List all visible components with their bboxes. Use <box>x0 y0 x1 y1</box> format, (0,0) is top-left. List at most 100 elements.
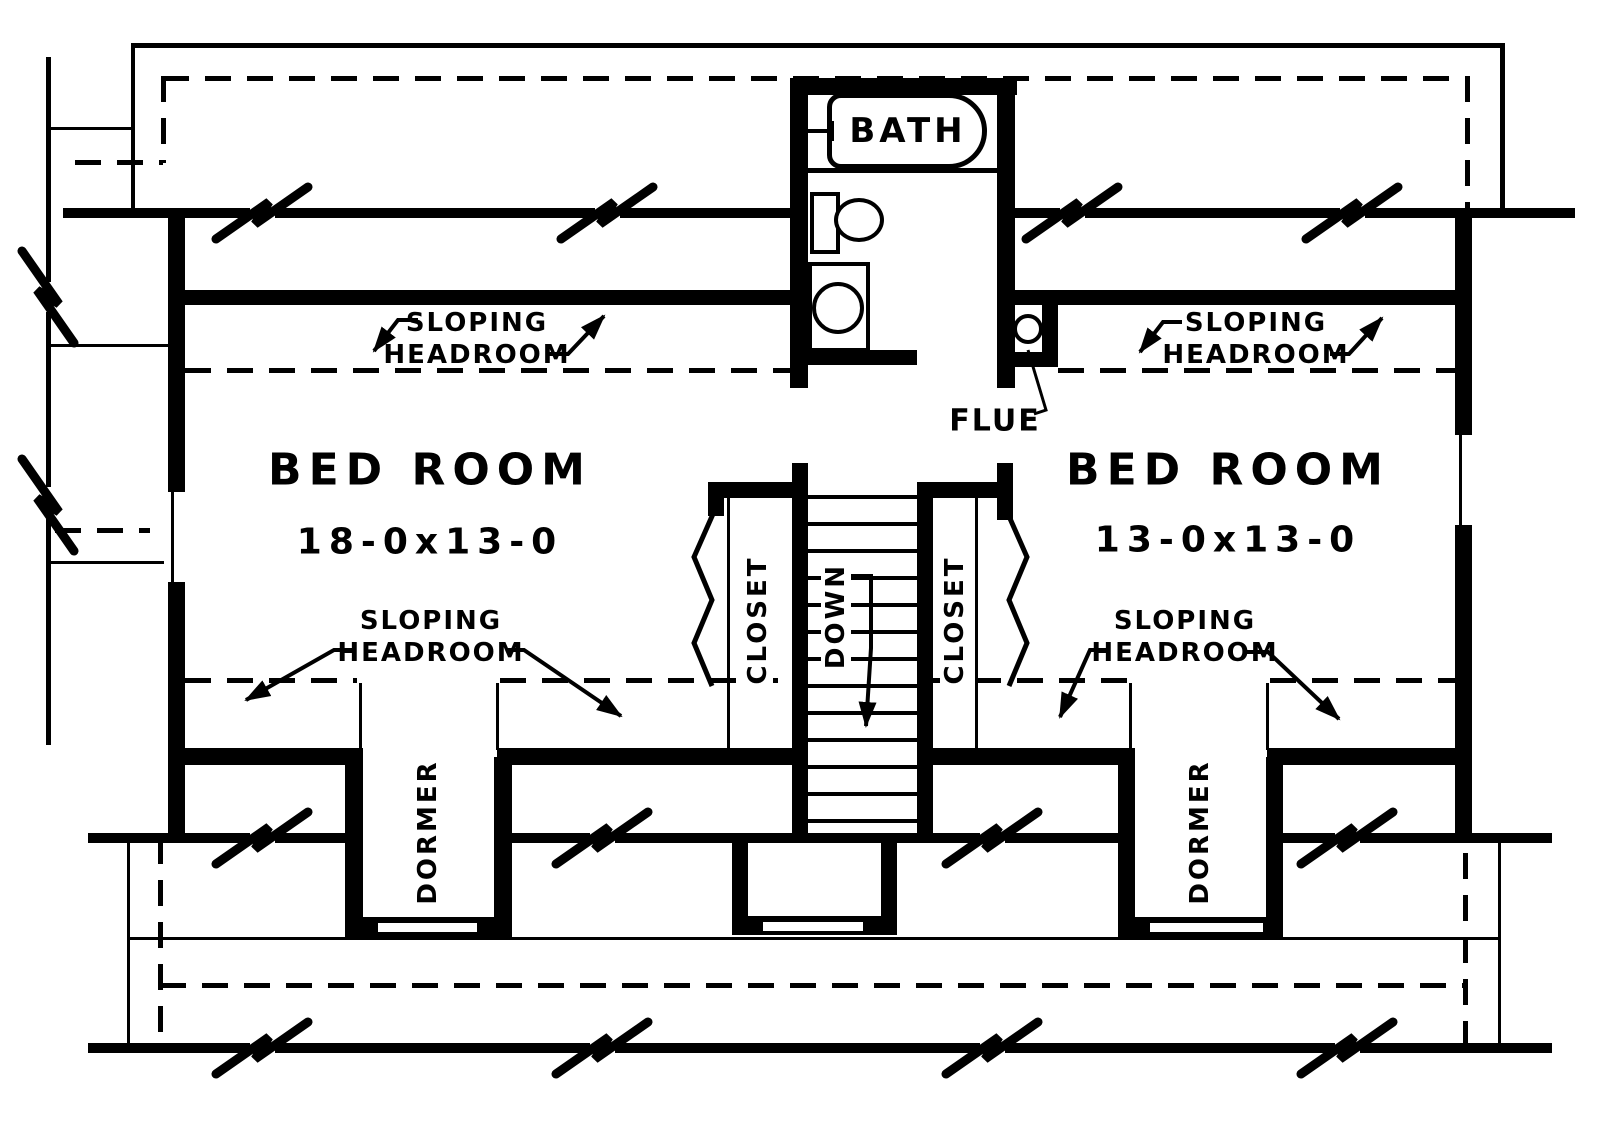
roofline-dashed-bottom <box>160 983 1465 988</box>
roof-connector-a <box>48 127 133 130</box>
sloping-line1: SLOPING <box>1184 308 1328 338</box>
stair-tread <box>808 630 917 634</box>
window-left-opening <box>164 492 187 582</box>
lower-dash-right <box>1463 853 1468 1043</box>
break-symbol <box>1021 182 1123 244</box>
wall-knee-left <box>185 290 790 305</box>
dormer-center-window <box>763 922 863 931</box>
window-left-glass <box>171 492 174 582</box>
headroom-dash-lower-3 <box>933 678 1128 683</box>
wall-south-right-a <box>917 748 1135 765</box>
break-symbol <box>941 807 1043 869</box>
break-symbol <box>556 182 658 244</box>
stair-tread <box>808 819 917 823</box>
break-symbol <box>551 1017 653 1079</box>
stair-tread <box>808 603 917 607</box>
lower-roof-edge-right <box>1498 838 1501 1045</box>
leader-arrow-sloping-br-right <box>1247 650 1341 721</box>
wall-bath-right <box>997 78 1015 388</box>
wall-bath-left <box>790 78 808 388</box>
break-symbol <box>941 1017 1043 1079</box>
cut-line-bottom-2 <box>275 1043 590 1053</box>
lower-roof-line <box>127 937 1501 940</box>
dormer-right-reveal-e <box>1266 683 1269 750</box>
bathtub <box>827 93 987 169</box>
headroom-line2: HEADROOM <box>1091 638 1279 668</box>
stair-tread <box>808 792 917 796</box>
dormer-center-sidewall-e <box>881 838 897 935</box>
cut-line-mid-7 <box>1360 833 1552 843</box>
leader-arrow-sloping-tl-right <box>548 314 606 356</box>
stair-tread <box>808 522 917 526</box>
break-symbol <box>1296 807 1398 869</box>
sloping-line1: SLOPING <box>359 606 503 636</box>
eave-dash-left <box>55 528 150 533</box>
dormer-right-label: DORMER <box>1185 751 1215 913</box>
roofline-dashed-right <box>1465 76 1470 213</box>
wall-bath-top <box>790 78 1017 95</box>
break-symbol <box>1296 1017 1398 1079</box>
closet-right-label: CLOSET <box>940 547 970 693</box>
sloping-headroom-label-top-left: SLOPING HEADROOM <box>383 307 570 371</box>
stairs-down-label: DOWN <box>821 554 851 678</box>
headroom-line2: HEADROOM <box>337 638 525 668</box>
roofline-dashed-left <box>161 76 166 163</box>
closet-right-inner-line <box>975 498 978 748</box>
closet-right-bifold-door <box>1005 512 1030 687</box>
sloping-line1: SLOPING <box>1113 606 1257 636</box>
cut-line-mid-5 <box>1005 833 1118 843</box>
roof-edge-left <box>131 43 135 215</box>
sloping-headroom-label-bottom-right: SLOPING HEADROOM <box>1091 605 1278 669</box>
closet-left-inner-line <box>727 498 730 748</box>
stair-tread <box>808 495 917 499</box>
break-symbol <box>211 1017 313 1079</box>
bedroom-left-size: 18-0x13-0 <box>296 521 564 563</box>
leader-arrow-sloping-tr-left <box>1138 320 1182 354</box>
roof-edge-top <box>131 43 1504 48</box>
cut-line-mid-2 <box>275 833 345 843</box>
roof-connector-c <box>48 561 170 564</box>
cut-line-top-4 <box>1015 208 1060 218</box>
wall-closet-left-top <box>708 482 792 498</box>
dormer-right-sidewall-e <box>1266 757 1283 938</box>
cut-line-bottom-5 <box>1360 1043 1552 1053</box>
stair-tread <box>808 738 917 742</box>
wall-flue-right <box>1042 302 1058 367</box>
dormer-left-label: DORMER <box>413 751 443 913</box>
wall-flue-bottom <box>1013 352 1058 367</box>
headroom-dash-left <box>185 368 790 373</box>
cut-line-mid-3 <box>512 833 590 843</box>
tub-faucet-handle <box>829 121 834 141</box>
headroom-line2: HEADROOM <box>383 340 571 370</box>
cut-line-mid-4 <box>615 833 980 843</box>
wall-stair-left <box>792 463 808 838</box>
wall-right-exterior <box>1455 213 1472 838</box>
roofline-dashed-jog <box>75 160 163 165</box>
leader-arrow-sloping-tr-right <box>1330 316 1384 356</box>
dormer-left-window <box>378 923 477 932</box>
tub-faucet-pipe <box>808 129 834 133</box>
cut-line-mid-6 <box>1283 833 1335 843</box>
dormer-left-sidewall-e <box>494 757 512 938</box>
cut-line-top-2 <box>275 208 595 218</box>
window-right-opening <box>1453 435 1474 525</box>
cut-line-top-5 <box>1085 208 1340 218</box>
closet-left-bifold-door <box>691 512 716 687</box>
leader-arrow-sloping-bl-right <box>506 648 623 718</box>
cut-line-top-1 <box>63 208 250 218</box>
sink-basin <box>812 282 864 334</box>
eave-line-left-a <box>46 57 51 282</box>
wall-closet-right-stub <box>997 463 1013 520</box>
wall-south-right-b <box>1267 748 1455 765</box>
sloping-headroom-label-bottom-left: SLOPING HEADROOM <box>337 605 524 669</box>
sloping-headroom-label-top-right: SLOPING HEADROOM <box>1162 307 1349 371</box>
wall-south-left-a <box>173 748 363 765</box>
dormer-right-window <box>1150 923 1263 932</box>
window-right-glass <box>1459 435 1462 525</box>
cut-line-top-3 <box>620 208 790 218</box>
sloping-line1: SLOPING <box>405 308 549 338</box>
tub-front-line <box>808 168 998 173</box>
stair-tread <box>808 549 917 553</box>
bedroom-left-label: BED ROOM <box>268 444 592 496</box>
